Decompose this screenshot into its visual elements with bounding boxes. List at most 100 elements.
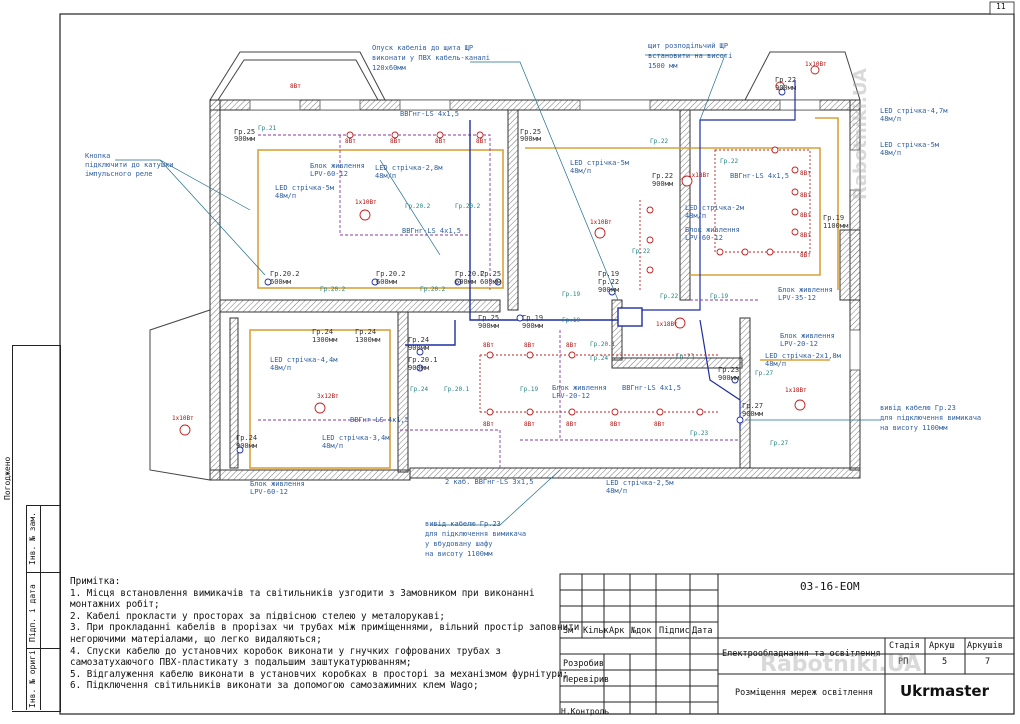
lamp-1x10-d: 1х10Вт <box>172 415 194 422</box>
lamp-3x12: 3х12Вт <box>317 393 339 400</box>
outlet-bottom-line-3: у вбудовану шафу <box>425 540 492 548</box>
gr27-a: Гр.27 <box>742 402 763 410</box>
cable-vvg-4: ВВГнг-LS 4х1,5 <box>622 384 681 392</box>
sheets-label: Аркушів <box>967 641 1003 651</box>
role-norm-control: Н.Контроль <box>561 707 610 716</box>
cable-2-label: 2 каб. ВВГнг-LS 3х1,5 <box>445 478 534 486</box>
plan-labels: LED стрічка-4,7м 48м/п LED стрічка-5м 48… <box>172 61 948 496</box>
gr25-d: Гр.25 <box>478 314 499 322</box>
led-2-power: 48м/п <box>685 212 706 220</box>
button-line-1: Кнопка <box>85 152 110 160</box>
panel-line-2: встановити на висоті <box>648 52 732 60</box>
lamp-8w-13: 8Вт <box>483 421 494 428</box>
gr19-tag-a: Гр.19 <box>562 291 580 298</box>
led-strips <box>249 117 839 469</box>
cable-vvg-5: ВВГнг-LS 4х1,5 <box>350 416 409 424</box>
cable-drop-line-1: Опуск кабелів до щита ЩР <box>372 44 473 52</box>
sheets-value: 7 <box>985 657 991 667</box>
gr201-tag: Гр.20.1 <box>590 341 616 348</box>
gr19-tag-b: Гр.19 <box>562 317 580 324</box>
gr202-c: Гр.20.2 <box>455 270 485 278</box>
gr24-c: Гр.24 <box>408 336 429 344</box>
cable-vvg-1: ВВГнг-LS 4х1,5 <box>400 110 459 118</box>
gr202-tag-c: Гр.20.2 <box>320 286 346 293</box>
h900-l: 900мм <box>742 410 764 418</box>
led-28-label: LED стрічка-2,8м <box>375 164 443 172</box>
notes-heading: Примітка: <box>70 576 121 587</box>
gr201-a: Гр.20.1 <box>408 356 438 364</box>
h900-e: 900мм <box>598 286 620 294</box>
psu-c-model: LPV-20-12 <box>552 392 590 400</box>
led-47-label: LED стрічка-4,7м <box>880 107 948 115</box>
lamp-8w-17: 8Вт <box>654 421 665 428</box>
gr19-c: Гр.19 <box>522 314 543 322</box>
gr201-tag-b: Гр.20.1 <box>444 386 470 393</box>
psu-mid-model: LPV-60-12 <box>685 234 723 242</box>
gr27-tag-b: Гр.27 <box>770 440 788 447</box>
callout-leaders <box>115 54 880 526</box>
psu-r2-model: LPV-20-12 <box>780 340 818 348</box>
lamp-8w-16: 8Вт <box>610 421 621 428</box>
lamp-8w-7: 8Вт <box>800 212 811 219</box>
drawing-code: 03-16-ЕОМ <box>800 580 860 593</box>
outlet-bottom-line-1: вивід кабелю Гр.23 <box>425 520 501 528</box>
led-5-left-label: LED стрічка-5м <box>275 184 335 192</box>
role-developer: Розробив <box>563 659 604 669</box>
callout-text: Опуск кабелів до щита ЩР виконати у ПВХ … <box>85 42 981 558</box>
col-qty: Кільк <box>583 626 609 636</box>
psu-r-label: Блок живлення <box>778 286 833 294</box>
h600-c: 600мм <box>455 278 477 286</box>
lamp-8w-14: 8Вт <box>524 421 535 428</box>
lamp-8w-2: 8Вт <box>390 138 401 145</box>
gr22-tag-c: Гр.22 <box>632 248 650 255</box>
wiring <box>258 80 811 470</box>
role-checker: Перевірив <box>563 675 610 685</box>
cable-vvg-3: ВВГнг-LS 4х1,5 <box>730 172 789 180</box>
panel-line-1: щит розподільчий ЩР <box>648 42 728 50</box>
gr22-tag-d: Гр.22 <box>660 293 678 300</box>
switches <box>236 88 786 454</box>
outlet-right-line-1: вивід кабелю Гр.23 <box>880 404 956 412</box>
gr22-tag-a: Гр.22 <box>650 138 668 145</box>
gr24-d: Гр.24 <box>236 434 257 442</box>
lamp-1x10-a: 1х10Вт <box>355 199 377 206</box>
h900-g: 900мм <box>522 322 544 330</box>
cable-drop-line-3: 120х60мм <box>372 64 407 72</box>
gr25-c: Гр.25 <box>480 270 501 278</box>
button-line-3: імпульсного реле <box>85 170 152 178</box>
lamp-8w-10: 8Вт <box>483 342 494 349</box>
psu-tl-label: Блок живлення <box>310 162 365 170</box>
col-date: Дата <box>692 626 713 636</box>
led-5-left-power: 48м/п <box>275 192 296 200</box>
led-44-label: LED стрічка-4,4м <box>270 356 338 364</box>
walls <box>209 99 861 481</box>
led-2x18-label: LED стрічка-2х1,8м <box>765 352 842 360</box>
gr19-b: Гр.19 <box>598 270 619 278</box>
psu-r-model: LPV-35-12 <box>778 294 816 302</box>
button-line-2: підключити до катушки <box>85 161 174 169</box>
gr19-tag-d: Гр.19 <box>520 386 538 393</box>
sheet-label: Аркуш <box>929 641 955 651</box>
psu-mid-label: Блок живлення <box>685 226 740 234</box>
led-34-power: 48м/п <box>322 442 343 450</box>
lamp-8w-12: 8Вт <box>566 342 577 349</box>
note-line: самозатухаючого ПВХ-пластикату з подальш… <box>70 657 412 669</box>
lamp-8w-15: 8Вт <box>566 421 577 428</box>
gr21-tag: Гр.21 <box>258 125 276 132</box>
gr25-b: Гр.25 <box>520 128 541 136</box>
led-34-label: LED стрічка-3,4м <box>322 434 390 442</box>
distribution-panel <box>617 307 643 327</box>
note-line: негорючими матеріалами, що легко видаляю… <box>70 633 322 645</box>
lamp-8w-6: 8Вт <box>800 192 811 199</box>
led-5-tr-label: LED стрічка-5м <box>880 141 940 149</box>
gr27-tag-a: Гр.27 <box>755 370 773 377</box>
watermark: Rabotniki.UA <box>760 652 922 677</box>
project-title: Електрообладнання та освітлення <box>722 649 881 659</box>
gr22-a: Гр.22 <box>652 172 673 180</box>
windows <box>249 99 861 371</box>
gr22-b: Гр.22 <box>775 76 796 84</box>
led-25-label: LED стрічка-2,5м <box>606 479 674 487</box>
lamp-8w-9: 8Вт <box>800 252 811 259</box>
